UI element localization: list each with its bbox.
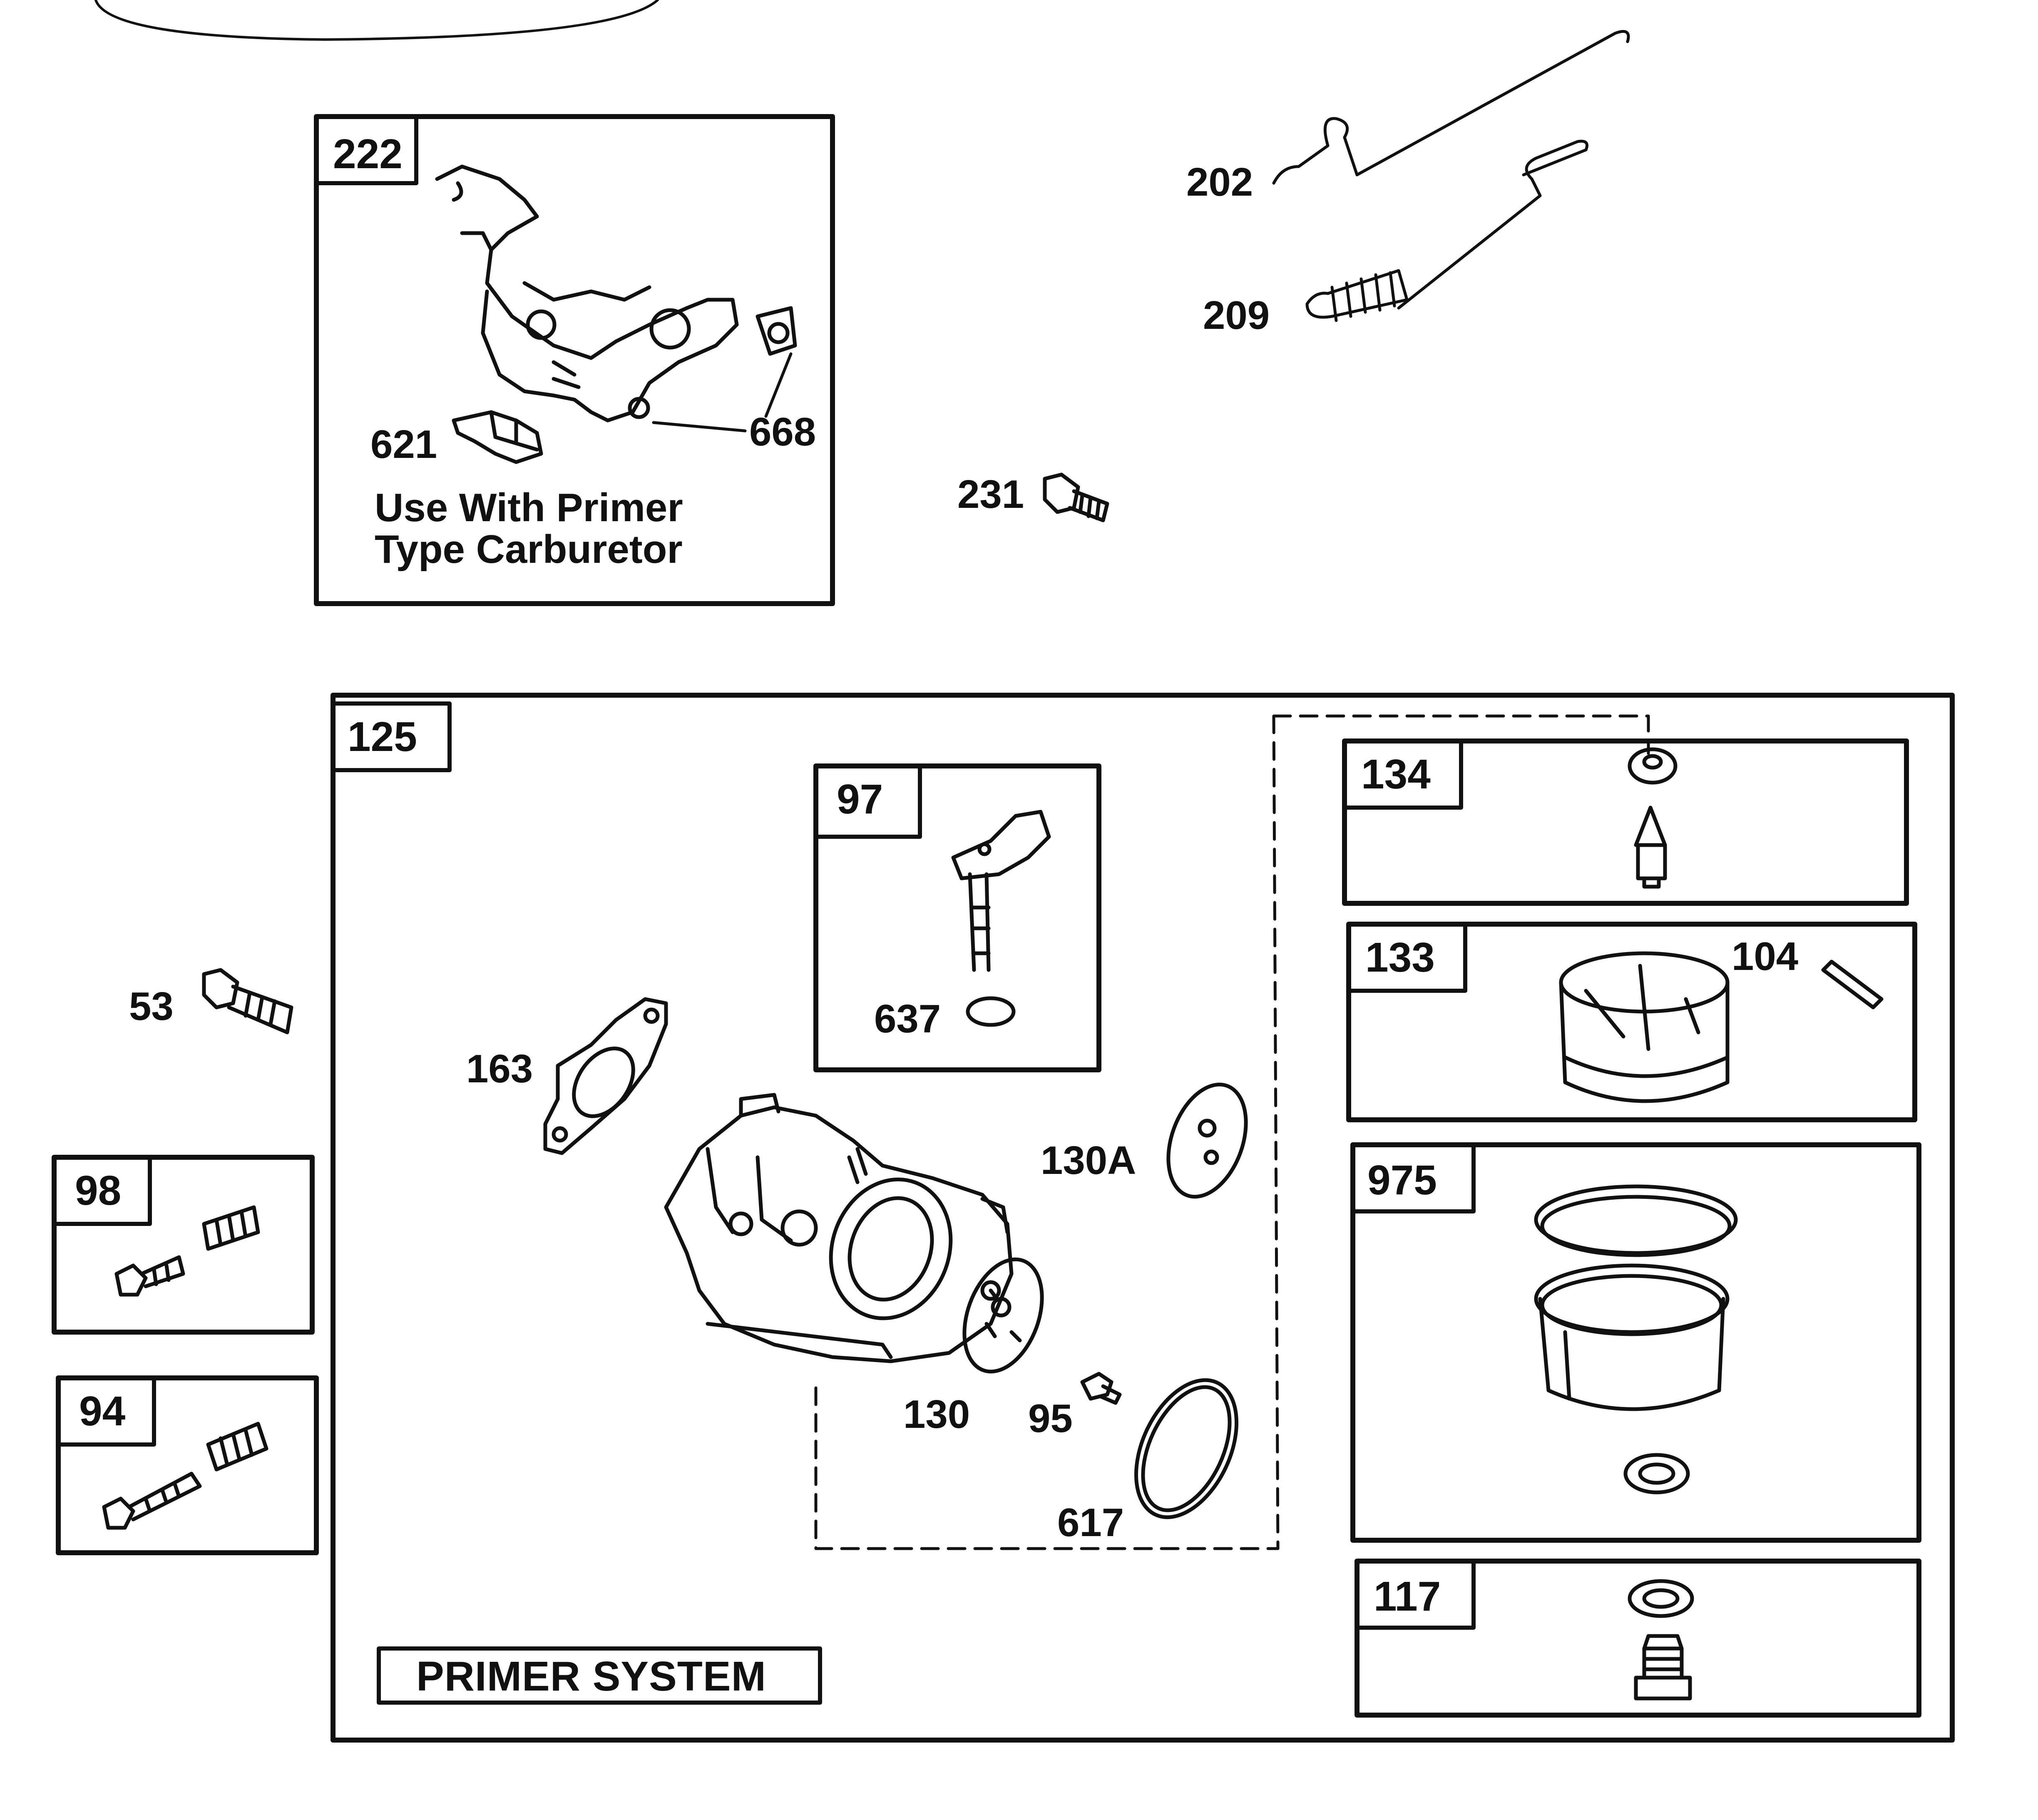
part-202-drawing [1272,30,1630,185]
box-97-id: 97 [837,776,883,823]
box-98-frame [52,1155,315,1335]
part-231-drawing [1043,472,1109,522]
part-163-drawing [543,997,668,1155]
cropped-outline-fragment [94,0,659,41]
part-668-label: 668 [749,410,816,454]
box-134-id-frame [1342,739,1463,810]
box-97-id-frame [814,764,922,839]
part-95-drawing [1080,1372,1122,1405]
box-94-id: 94 [79,1388,126,1435]
box-133-id: 133 [1365,934,1435,981]
part-133-float-drawing [1559,951,1730,1103]
part-202-label: 202 [1186,160,1253,204]
box-117-id-frame [1355,1559,1476,1630]
part-209-drawing [1305,139,1588,322]
box-975-frame [1350,1142,1921,1543]
box-125-id-frame [331,701,452,772]
box-975-id: 975 [1367,1157,1437,1203]
part-95-label: 95 [1028,1396,1073,1441]
box-94-id-frame [56,1376,156,1447]
box-125-frame [331,693,1955,1743]
control-bracket-drawing [435,164,797,433]
box-134-id: 134 [1361,751,1431,798]
part-231-label: 231 [957,472,1024,517]
box-117-id: 117 [1374,1573,1441,1620]
part-637-drawing [966,996,1016,1027]
box-134-frame [1342,738,1909,906]
part-130-drawing [962,1257,1044,1374]
box-125-id: 125 [348,714,417,760]
part-130-label: 130 [903,1392,970,1437]
part-104-pin-drawing [1821,960,1884,1009]
box-98-id-frame [52,1155,152,1226]
part-617-drawing [1134,1378,1239,1519]
primer-system-banner: PRIMER SYSTEM [416,1653,766,1700]
part-117-plug-drawing [1628,1579,1694,1701]
part-975-bowl-drawing [1534,1184,1738,1494]
box-222-note-line1: Use With Primer [375,485,683,530]
part-209-label: 209 [1203,293,1270,338]
box-117-frame [1355,1559,1921,1718]
box-133-id-frame [1347,922,1467,993]
part-98-screw-drawing [114,1205,260,1297]
part-53-drawing [202,968,293,1034]
part-130A-drawing [1166,1082,1248,1199]
part-97-shaft-drawing [951,810,1051,972]
box-98-id: 98 [75,1167,122,1214]
box-222-frame [314,114,835,606]
part-104-label: 104 [1732,934,1799,979]
box-222-id-frame [314,114,418,185]
part-53-label: 53 [129,984,174,1029]
box-94-frame [56,1375,319,1555]
box-975-id-frame [1351,1143,1476,1213]
box-133-frame [1346,922,1917,1122]
part-134-needle-drawing [1628,747,1678,889]
part-163-label: 163 [466,1047,533,1091]
part-621-drawing [452,410,543,464]
box-222-note-line2: Type Carburetor [375,527,683,572]
part-621-label: 621 [370,422,437,467]
box-97-frame [813,763,1101,1072]
part-637-label: 637 [874,997,941,1041]
box-222-id: 222 [333,131,403,177]
part-94-screw-drawing [102,1422,268,1530]
carburetor-body-drawing [664,1093,1014,1363]
part-617-label: 617 [1057,1500,1124,1545]
primer-system-banner-frame [377,1646,822,1705]
part-130A-label: 130A [1041,1138,1136,1183]
